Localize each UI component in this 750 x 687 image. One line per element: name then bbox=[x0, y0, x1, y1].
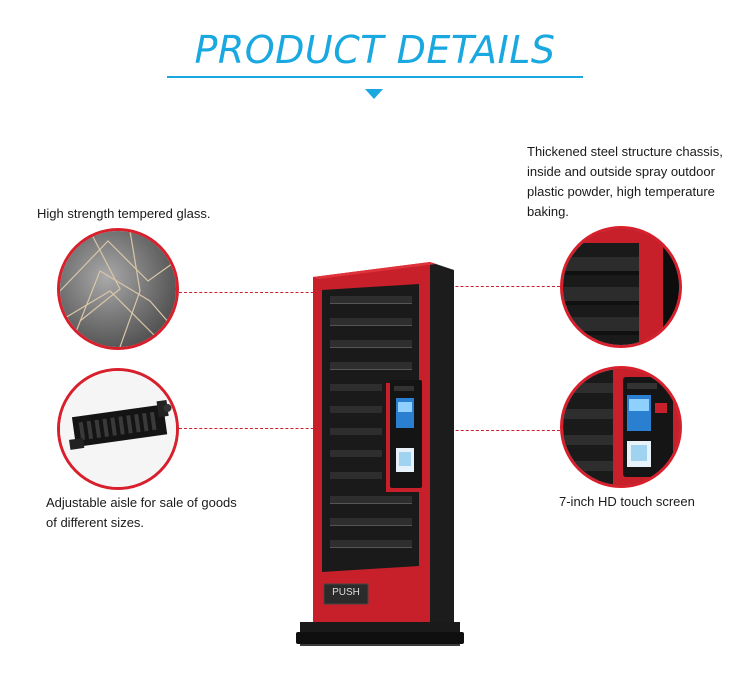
title-underline bbox=[167, 76, 583, 78]
leader-line-glass bbox=[179, 292, 339, 293]
touch-screen-detail-image bbox=[560, 366, 682, 488]
caption-steel-structure: Thickened steel structure chassis, insid… bbox=[527, 144, 723, 219]
down-arrow-icon bbox=[365, 89, 383, 99]
caption-adjustable-aisle: Adjustable aisle for sale of goods of di… bbox=[46, 495, 237, 530]
steel-structure-detail-image bbox=[560, 226, 682, 348]
caption-tempered-glass: High strength tempered glass. bbox=[37, 206, 211, 221]
page-title: PRODUCT DETAILS bbox=[194, 28, 556, 72]
leader-line-aisle bbox=[179, 428, 339, 429]
adjustable-aisle-detail-image bbox=[57, 368, 179, 490]
push-label: PUSH bbox=[332, 587, 360, 598]
leader-line-screen bbox=[410, 430, 560, 431]
tempered-glass-detail-image bbox=[57, 228, 179, 350]
leader-line-steel bbox=[430, 286, 560, 287]
caption-touch-screen: 7-inch HD touch screen bbox=[559, 494, 695, 509]
